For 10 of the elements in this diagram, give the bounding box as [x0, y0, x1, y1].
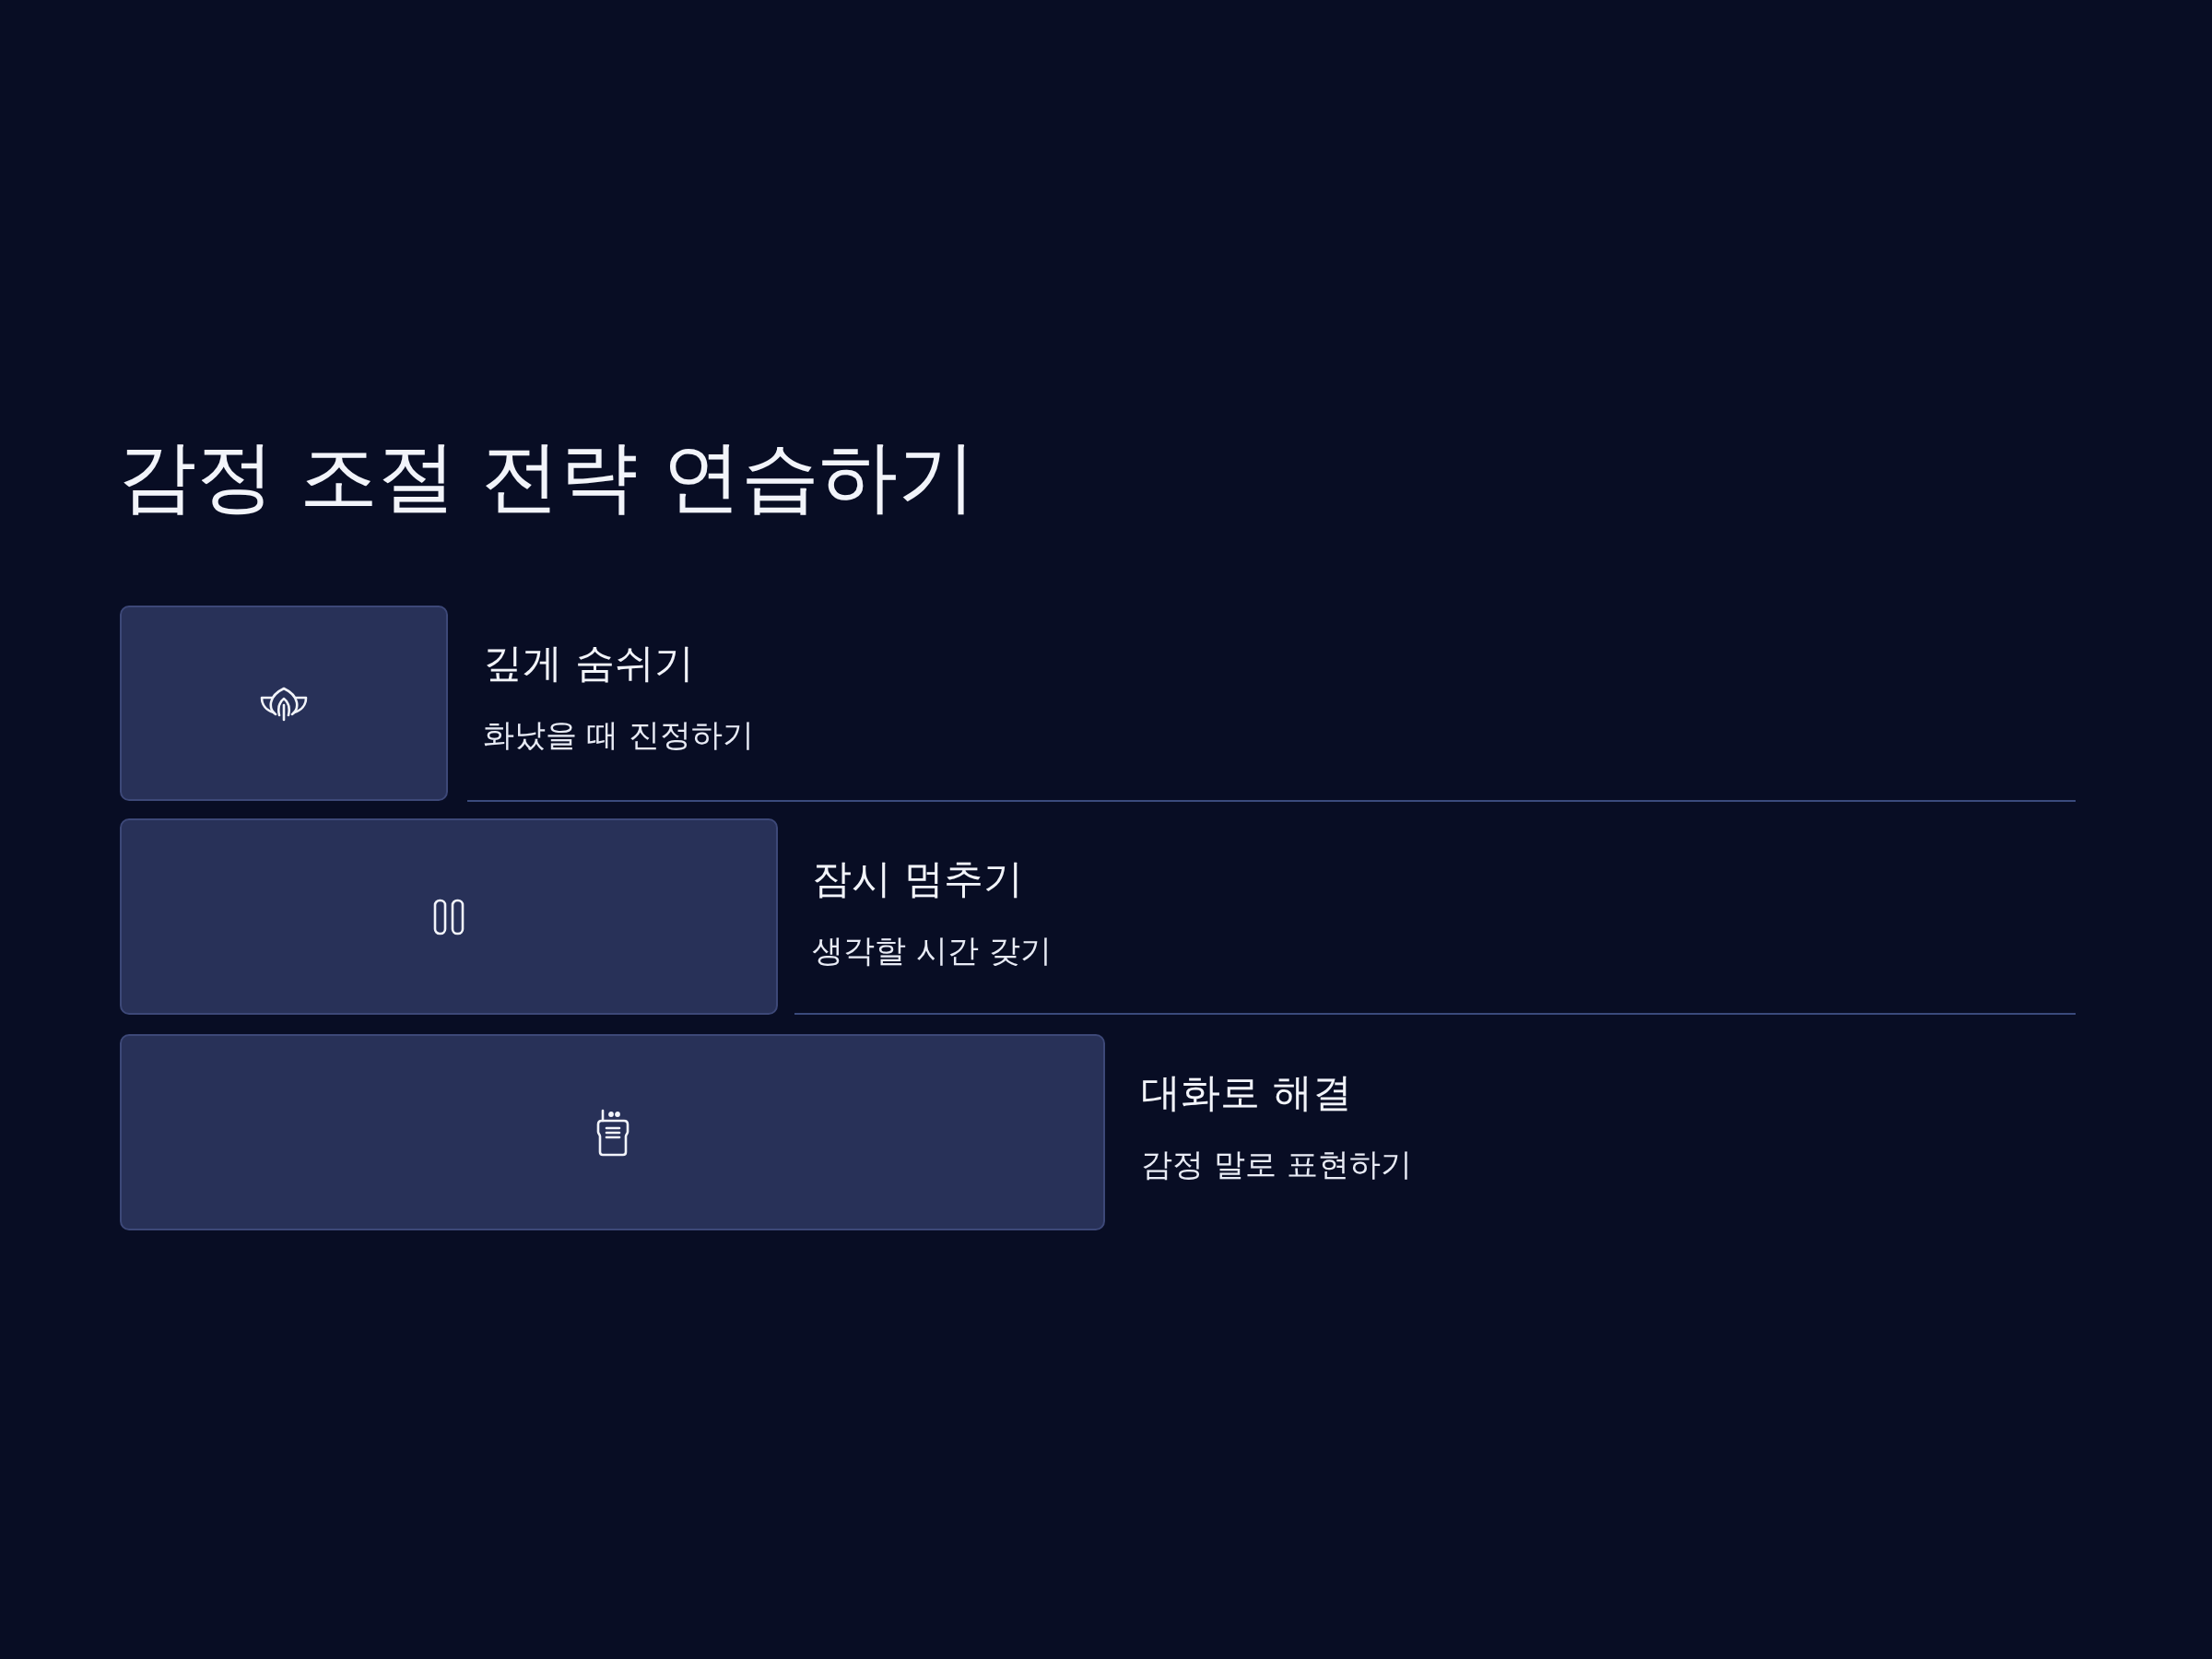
step-heading: 잠시 멈추기	[812, 855, 1023, 903]
step-heading: 대화로 해결	[1141, 1069, 1352, 1117]
step-description: 화났을 때 진정하기	[483, 716, 754, 754]
step-heading: 깊게 숨쉬기	[483, 640, 694, 688]
step-card	[120, 1034, 1105, 1230]
step-description: 생각할 시간 갖기	[812, 932, 1052, 970]
step-description: 감정 말로 표현하기	[1141, 1146, 1412, 1183]
step-card	[120, 606, 448, 801]
title: 감정 조절 전략 연습하기	[118, 429, 977, 524]
step-card	[120, 818, 778, 1015]
